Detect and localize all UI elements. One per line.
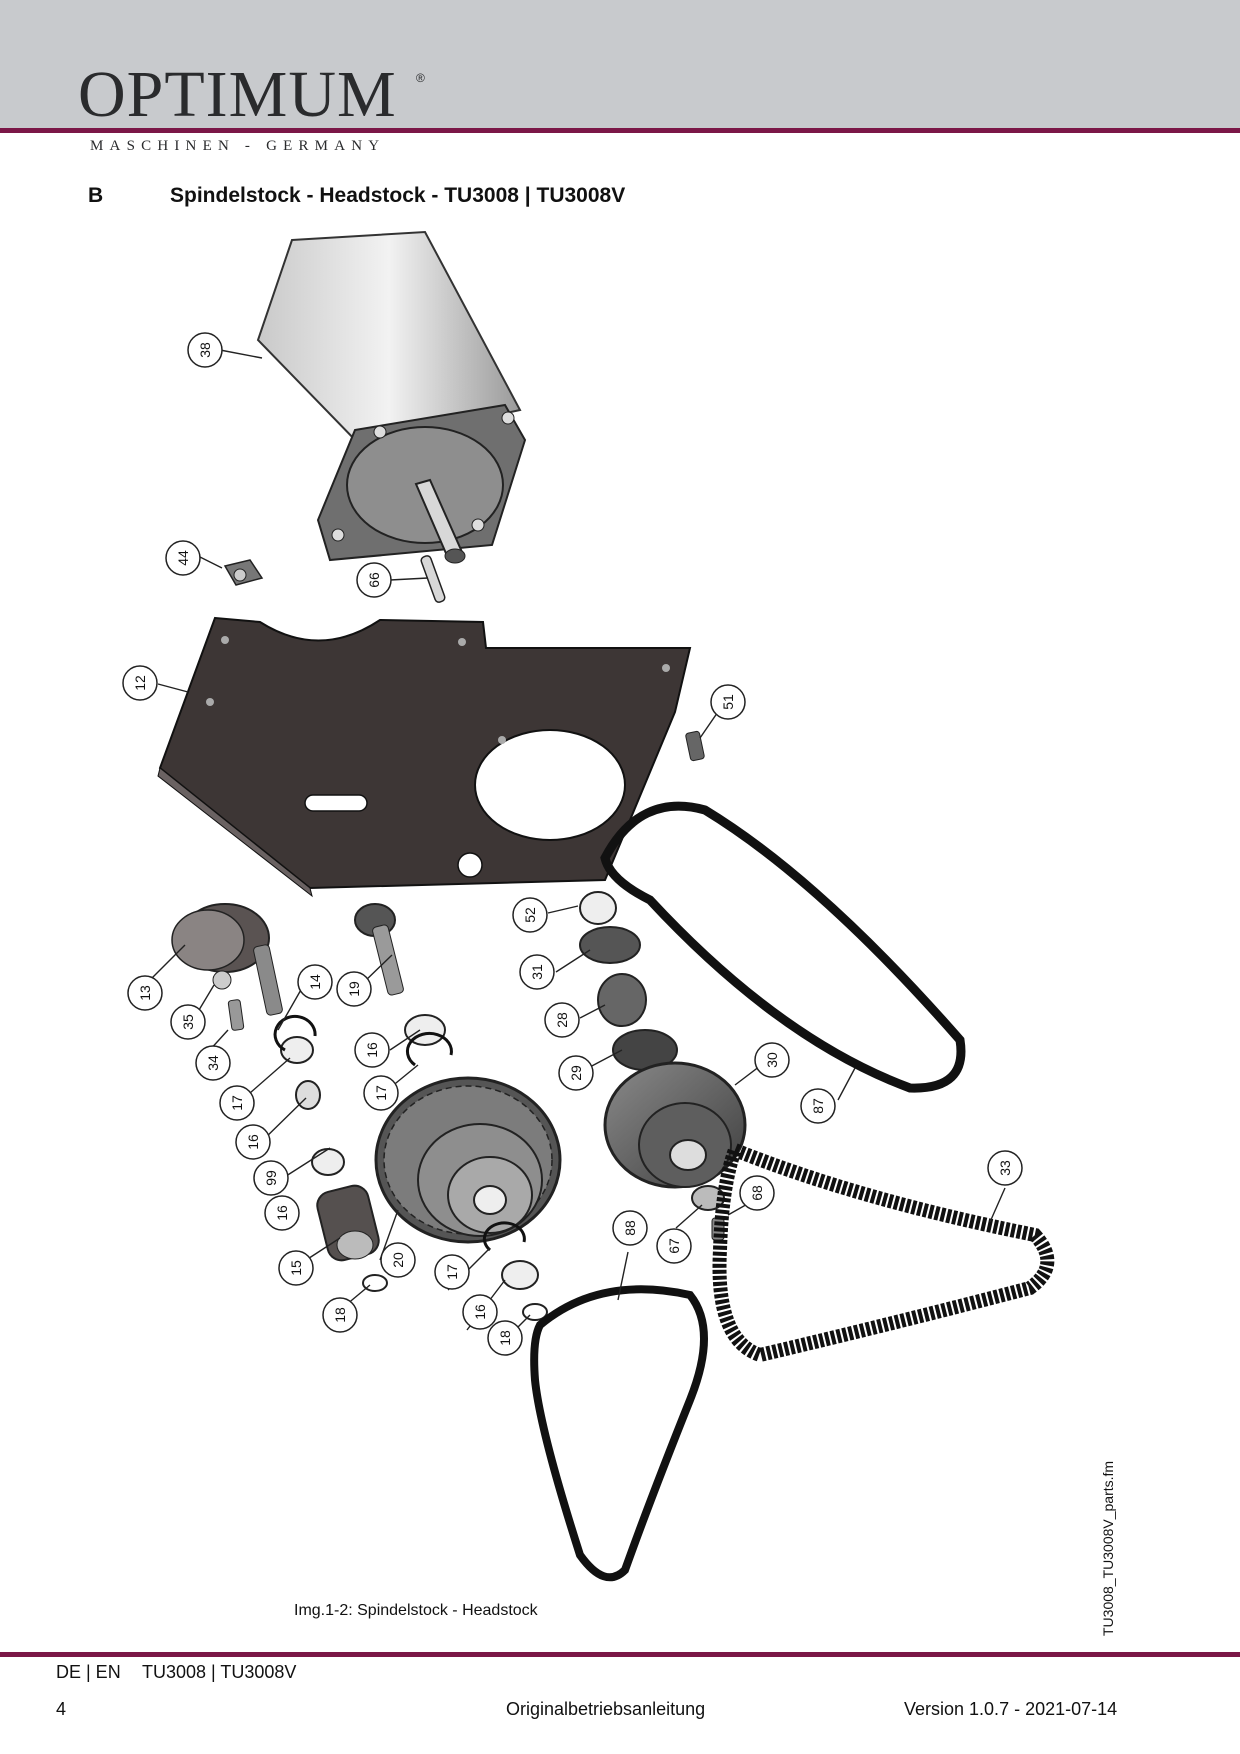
callout-bubbles: 38 44 66 12 51 52 31 28 29 30 87 13 35 3…	[122, 332, 1023, 1356]
footer-model: TU3008 | TU3008V	[142, 1662, 297, 1682]
footer-rule	[0, 1652, 1240, 1657]
callout-16c: 16	[274, 1205, 290, 1221]
motor	[256, 230, 527, 564]
callout-18b: 18	[497, 1330, 513, 1346]
slot-nut-part	[223, 559, 264, 586]
callout-16d: 16	[472, 1304, 488, 1320]
belt-87	[600, 801, 966, 1093]
callout-44: 44	[175, 550, 191, 566]
callout-31: 31	[529, 964, 545, 980]
callout-33: 33	[997, 1160, 1013, 1176]
callout-51: 51	[720, 694, 736, 710]
belt-33	[712, 1140, 1055, 1363]
callout-87: 87	[810, 1098, 826, 1114]
page-number: 4	[56, 1699, 67, 1719]
callout-28: 28	[554, 1012, 570, 1028]
headstock-plate	[157, 616, 692, 898]
callout-67: 67	[666, 1238, 682, 1254]
callout-16a: 16	[364, 1042, 380, 1058]
callout-13: 13	[137, 985, 153, 1001]
callout-12: 12	[132, 675, 148, 691]
brand-logo: OPTIMUM	[78, 58, 397, 131]
motor-pulley-assembly	[579, 891, 747, 1241]
belt-88	[530, 1285, 708, 1582]
footer-version: Version 1.0.7 - 2021-07-14	[904, 1699, 1118, 1719]
callout-88: 88	[622, 1220, 638, 1236]
callout-19: 19	[346, 981, 362, 997]
header-rule	[0, 128, 1240, 133]
callout-17b: 17	[373, 1085, 389, 1101]
footer-document-type: Originalbetriebsanleitung	[506, 1699, 706, 1719]
callout-68: 68	[749, 1185, 765, 1201]
callout-29: 29	[568, 1065, 584, 1081]
file-label: TU3008_TU3008V_parts.fm	[1100, 1460, 1116, 1636]
section-letter: B	[88, 184, 104, 207]
left-shaft-assembly	[171, 903, 388, 1292]
figure-caption: Img.1-2: Spindelstock - Headstock	[294, 1602, 538, 1619]
callout-35: 35	[180, 1014, 196, 1030]
callout-34: 34	[205, 1055, 221, 1071]
callout-17a: 17	[229, 1095, 245, 1111]
callout-99: 99	[263, 1170, 279, 1186]
callout-18a: 18	[332, 1307, 348, 1323]
callout-14: 14	[307, 974, 323, 990]
callout-30: 30	[764, 1052, 780, 1068]
screw-part	[685, 730, 705, 762]
callout-15: 15	[288, 1260, 304, 1276]
header-band	[0, 0, 1240, 128]
callout-52: 52	[522, 907, 538, 923]
footer-language: DE | EN	[56, 1662, 121, 1682]
key-part	[420, 555, 446, 603]
callout-66: 66	[366, 572, 382, 588]
brand-tagline: MASCHINEN - GERMANY	[90, 138, 386, 154]
spindle-gear-assembly	[354, 903, 562, 1321]
callout-17c: 17	[444, 1264, 460, 1280]
callout-20: 20	[390, 1252, 406, 1268]
section-title: Spindelstock - Headstock - TU3008 | TU30…	[170, 184, 626, 207]
callout-16b: 16	[245, 1134, 261, 1150]
callout-38: 38	[197, 342, 213, 358]
registered-mark: ®	[416, 71, 425, 85]
